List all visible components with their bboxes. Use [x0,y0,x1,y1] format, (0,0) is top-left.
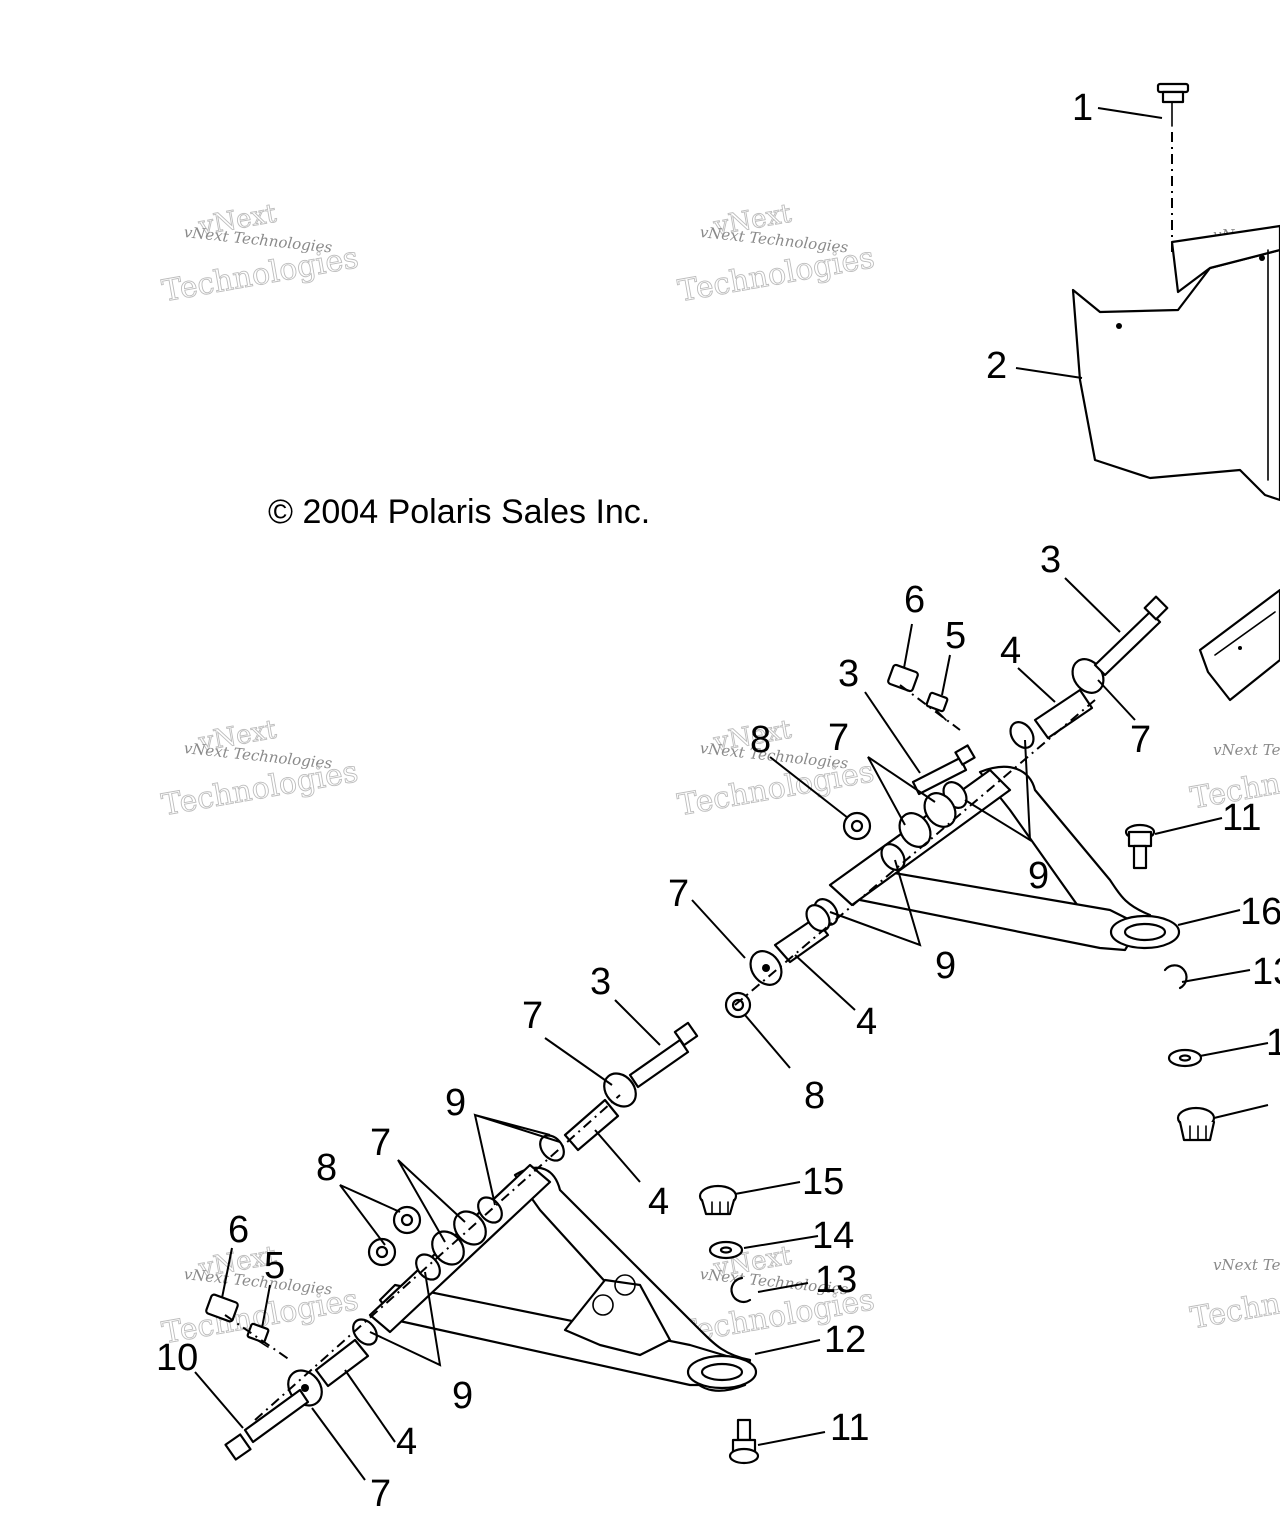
callout-11: 11 [1222,797,1261,839]
callout-15: 15 [802,1161,844,1203]
callout-7: 7 [370,1473,391,1515]
callout-4: 4 [648,1181,669,1223]
callout-7: 7 [1130,719,1151,761]
callout-7: 7 [828,717,849,759]
callout-9: 9 [452,1375,473,1417]
bracket-partial-drawing [1198,588,1280,702]
callout-5: 5 [945,615,966,657]
svg-text:vNext Technologies: vNext Technologies [1213,1256,1280,1274]
nut-15-lower-drawing [698,1184,738,1216]
callout-9: 9 [445,1082,466,1124]
callout-6: 6 [228,1209,249,1251]
callout-8: 8 [316,1147,337,1189]
callout-3: 3 [590,961,611,1003]
callout-8: 8 [804,1075,825,1117]
clip-13-upper-drawing [1163,964,1188,990]
callout-14: 14 [812,1215,854,1257]
svg-text:vNext Technologies: vNext Technologies [1213,741,1280,759]
nut-15-upper-drawing [1176,1106,1216,1142]
clip-13-lower-drawing [730,1276,752,1303]
callout-9: 9 [935,945,956,987]
watermark-top-left: vNext vNext Technologies Technologies [159,198,362,309]
callout-16: 16 [1240,891,1280,933]
watermark-top-center: vNext vNext Technologies Technologies [675,198,878,309]
leader-lines [194,107,1269,1481]
washer-14-upper-drawing [1167,1048,1203,1068]
callout-1: 1 [1072,87,1093,129]
bolt-1-drawing [1156,82,1190,252]
svg-text:Technologies: Technologies [1188,1267,1280,1336]
upper-a-arm-drawing [724,595,1181,1019]
callout-13: 13 [1252,951,1280,993]
callout-2: 2 [986,345,1007,387]
bolt-11-lower-drawing [728,1418,760,1465]
callout-7: 7 [370,1122,391,1164]
callout-3: 3 [838,653,859,695]
callout-8: 8 [750,719,771,761]
callout-4: 4 [396,1421,417,1463]
callout-10: 10 [156,1337,198,1379]
callout-4: 4 [1000,630,1021,672]
callout-7: 7 [522,995,543,1037]
svg-text:Technologies: Technologies [675,240,877,309]
bolt-11-upper-drawing [1124,823,1156,870]
callout-1: 1 [1266,1022,1280,1064]
callout-5: 5 [264,1245,285,1287]
callout-7: 7 [668,873,689,915]
washer-14-lower-drawing [708,1240,744,1260]
callout-13: 13 [815,1259,857,1301]
watermark-middle-left: vNext vNext Technologies Technologies [159,714,362,824]
callout-3: 3 [1040,539,1061,581]
copyright-text: © 2004 Polaris Sales Inc. [268,493,650,531]
guard-2-drawing [1071,224,1280,502]
callout-9: 9 [1028,855,1049,897]
callout-4: 4 [856,1001,877,1043]
svg-text:Technologies: Technologies [159,240,361,309]
lower-a-arm-drawing [205,1021,758,1461]
callout-labels: 1 2 3 6 5 4 3 7 8 7 11 9 16 7 9 13 4 1 3… [156,87,1280,1515]
callout-6: 6 [904,579,925,621]
callout-12: 12 [824,1319,866,1361]
callout-11: 11 [830,1407,869,1449]
